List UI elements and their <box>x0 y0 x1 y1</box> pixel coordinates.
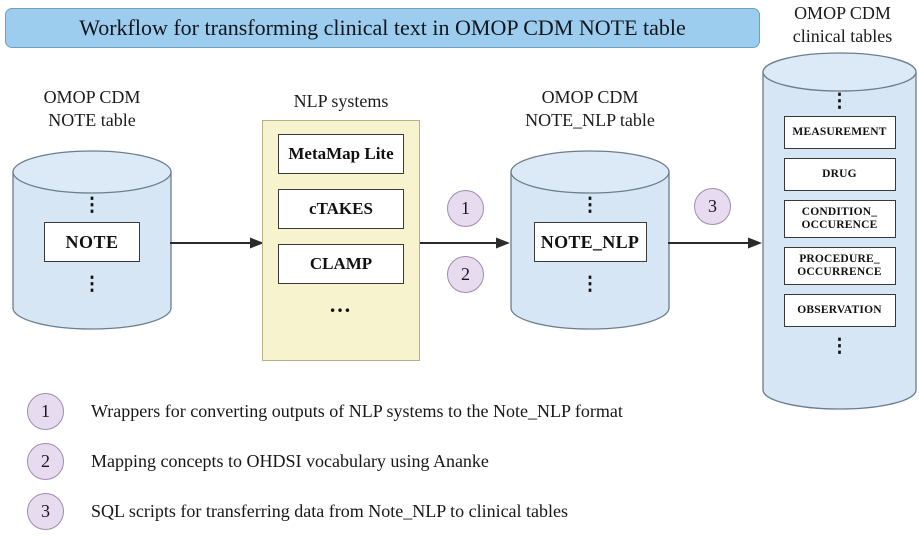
legend-row-2: 2 Mapping concepts to OHDSI vocabulary u… <box>27 436 787 486</box>
source-dots-bottom: ⋮ <box>82 274 102 296</box>
note-table-box: NOTE <box>44 222 140 263</box>
legend-row-3: 3 SQL scripts for transferring data from… <box>27 486 787 536</box>
clinical-tables-caption-line1: OMOP CDM <box>794 3 891 23</box>
nlp-systems-panel: MetaMap Lite cTAKES CLAMP … <box>262 120 420 361</box>
arrow-note-nlp-to-clinical <box>668 236 762 250</box>
clinical-tables-cylinder: ⋮ MEASUREMENT DRUG CONDITION_ OCCURENCE … <box>762 52 917 410</box>
legend-marker-2: 2 <box>27 442 64 480</box>
source-table-caption-line2: NOTE table <box>48 110 136 131</box>
note-nlp-dots-bottom: ⋮ <box>580 274 600 296</box>
legend-marker-1: 1 <box>27 392 64 430</box>
page-title: Workflow for transforming clinical text … <box>79 15 686 40</box>
legend-text-3: SQL scripts for transferring data from N… <box>91 500 569 521</box>
nlp-table-caption-line2: NOTE_NLP table <box>525 110 655 131</box>
nlp-system-ctakes[interactable]: cTAKES <box>278 189 404 229</box>
source-table-caption: OMOP CDM NOTE table <box>12 86 172 132</box>
clinical-table-observation: OBSERVATION <box>783 294 896 328</box>
clinical-tables-caption: OMOP CDM clinical tables <box>770 2 915 48</box>
nlp-systems-ellipsis: … <box>329 292 353 317</box>
arrow-nlp-to-note-nlp <box>420 236 510 250</box>
clinical-dots-top: ⋮ <box>830 91 849 112</box>
note-nlp-dots-top: ⋮ <box>580 195 600 216</box>
legend-text-1: Wrappers for converting outputs of NLP s… <box>91 400 623 421</box>
note-nlp-cylinder: ⋮ NOTE_NLP ⋮ <box>510 150 670 330</box>
legend-row-1: 1 Wrappers for converting outputs of NLP… <box>27 386 787 436</box>
title-banner: Workflow for transforming clinical text … <box>5 8 760 48</box>
clinical-table-procedure-occurrence: PROCEDURE_ OCCURRENCE <box>783 247 896 286</box>
nlp-system-clamp[interactable]: CLAMP <box>278 244 404 284</box>
legend: 1 Wrappers for converting outputs of NLP… <box>27 386 787 536</box>
step-marker-3: 3 <box>694 188 731 225</box>
legend-marker-3: 3 <box>27 492 64 530</box>
source-dots-top: ⋮ <box>82 195 102 216</box>
note-nlp-table-box: NOTE_NLP <box>533 222 647 263</box>
clinical-table-drug: DRUG <box>783 158 896 192</box>
nlp-systems-caption: NLP systems <box>293 91 389 111</box>
clinical-dots-bottom: ⋮ <box>830 336 849 358</box>
clinical-tables-caption-line2: clinical tables <box>792 26 893 47</box>
nlp-system-metamap-lite[interactable]: MetaMap Lite <box>278 134 404 174</box>
clinical-table-measurement: MEASUREMENT <box>783 116 896 150</box>
nlp-table-caption-line1: OMOP CDM <box>541 87 639 107</box>
nlp-table-caption: OMOP CDM NOTE_NLP table <box>500 86 680 132</box>
step-marker-1: 1 <box>447 190 484 227</box>
step-marker-2: 2 <box>447 256 484 293</box>
arrow-note-to-nlp <box>170 236 264 250</box>
source-note-cylinder: ⋮ NOTE ⋮ <box>12 150 172 330</box>
clinical-table-condition-occurence: CONDITION_ OCCURENCE <box>783 200 896 239</box>
legend-text-2: Mapping concepts to OHDSI vocabulary usi… <box>91 450 489 471</box>
source-table-caption-line1: OMOP CDM <box>43 87 141 107</box>
